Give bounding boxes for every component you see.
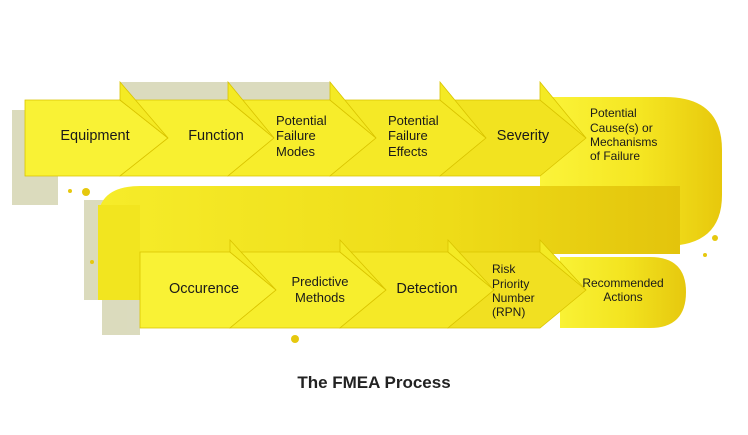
droplet bbox=[291, 335, 299, 343]
droplet bbox=[82, 188, 90, 196]
droplet bbox=[68, 189, 72, 193]
label-recommended-actions: Recommended Actions bbox=[582, 275, 664, 304]
bottom-row-arrows bbox=[139, 251, 587, 329]
label-severity: Severity bbox=[496, 128, 550, 145]
droplet bbox=[703, 253, 707, 257]
tip-function bbox=[227, 80, 275, 139]
middle-band bbox=[98, 186, 680, 254]
label-potential-causes: Potential Cause(s) or Mechanisms of Fail… bbox=[590, 106, 658, 164]
label-function: Function bbox=[188, 128, 244, 145]
tip-occurence bbox=[229, 238, 277, 291]
droplet bbox=[90, 260, 94, 264]
top-row-arrows bbox=[24, 99, 587, 177]
label-occurence: Occurence bbox=[168, 281, 240, 298]
top-row-arrow-tips bbox=[119, 80, 587, 139]
label-potential-failure-modes: Potential Failure Modes bbox=[276, 112, 327, 159]
bottom-row-arrow-tips bbox=[229, 238, 587, 291]
flow-band bbox=[98, 97, 722, 328]
shadow-top-arrow bbox=[120, 82, 330, 100]
tip-severity bbox=[539, 80, 587, 139]
label-potential-failure-effects: Potential Failure Effects bbox=[388, 112, 439, 159]
bottom-right-lobe bbox=[560, 257, 686, 328]
tip-predictive bbox=[339, 238, 387, 291]
label-equipment: Equipment bbox=[60, 128, 130, 145]
tip-effects bbox=[439, 80, 487, 139]
diagram-caption: The FMEA Process bbox=[297, 373, 451, 392]
label-predictive-methods: Predictive Methods bbox=[291, 274, 349, 305]
paint-droplets bbox=[68, 188, 718, 343]
droplet bbox=[712, 235, 718, 241]
left-connector bbox=[98, 205, 140, 300]
label-detection: Detection bbox=[396, 281, 458, 298]
tip-detection bbox=[447, 238, 495, 291]
tip-rpn bbox=[539, 238, 587, 291]
tip-modes bbox=[329, 80, 377, 139]
tip-equipment bbox=[119, 80, 169, 139]
label-rpn: Risk Priority Number (RPN) bbox=[492, 262, 535, 320]
